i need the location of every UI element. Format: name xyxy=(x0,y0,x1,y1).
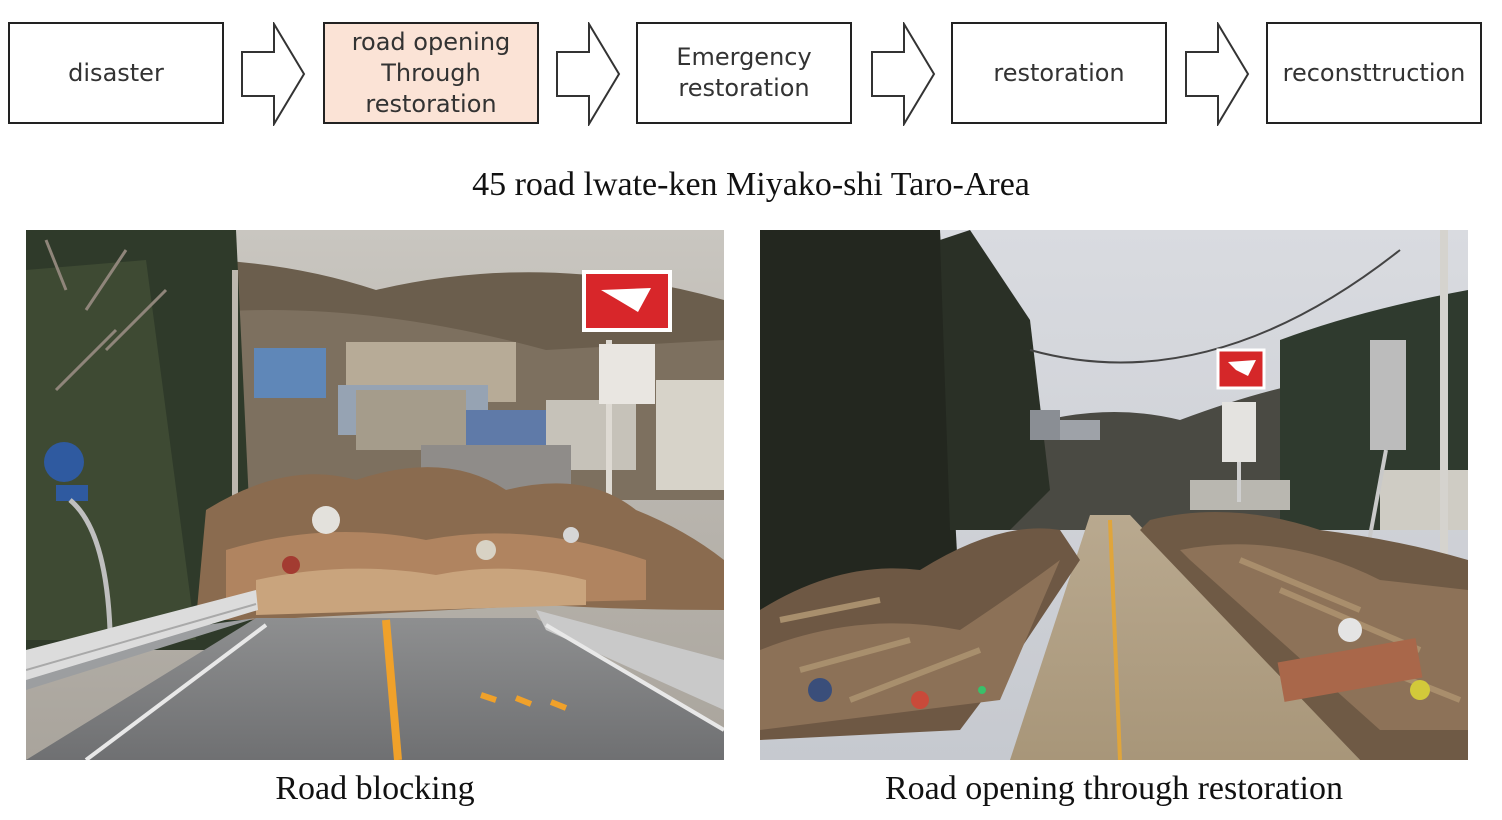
step-emergency-restoration: Emergency restoration xyxy=(636,22,852,124)
arrow-icon xyxy=(241,22,306,126)
left-photo-caption: Road blocking xyxy=(275,770,475,807)
arrow-icon xyxy=(1185,22,1250,126)
right-photo-caption: Road opening through restoration xyxy=(885,770,1343,807)
step-disaster: disaster xyxy=(8,22,224,124)
arrow-icon xyxy=(871,22,936,126)
arrow-icon xyxy=(556,22,621,126)
road-opening-photo xyxy=(760,230,1468,760)
road-blocking-photo xyxy=(26,230,724,760)
process-flow: disaster road opening Through restoratio… xyxy=(8,22,1484,126)
area-title: 45 road lwate-ken Miyako-shi Taro-Area xyxy=(472,166,1030,203)
step-restoration: restoration xyxy=(951,22,1167,124)
step-reconstruction: reconsttruction xyxy=(1266,22,1482,124)
step-road-opening: road opening Through restoration xyxy=(323,22,539,124)
